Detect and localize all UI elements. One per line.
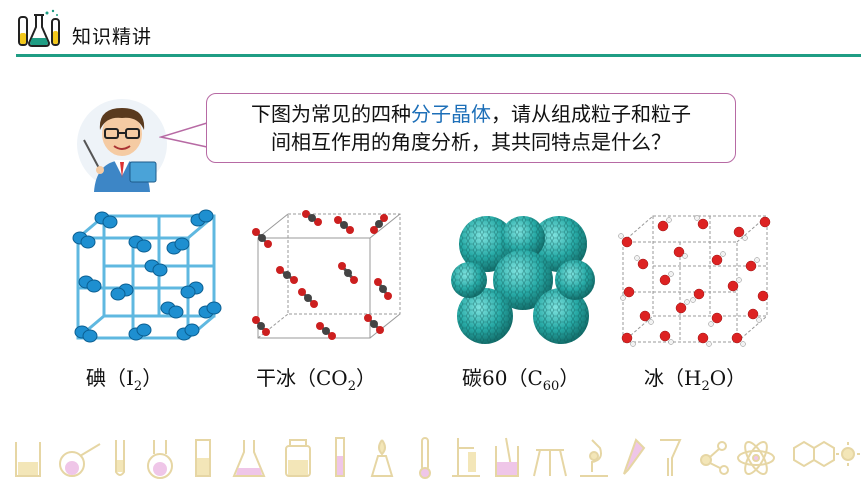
benzene-ring-icon: [793, 440, 835, 468]
thermometer-icon: [419, 437, 431, 479]
page-title: 知识精讲: [72, 26, 153, 48]
cylinder-icon: [195, 439, 211, 477]
round-flask-icon: [147, 440, 173, 479]
ice-crystal-image: [618, 215, 771, 347]
funnel-icon: [660, 439, 682, 476]
question-text: 下图为常见的四种分子晶体，请从组成粒子和粒子 间相互作用的角度分析，其共同特点是…: [207, 100, 735, 156]
c60-crystal-image: [451, 216, 595, 344]
question-line1-part1: 下图为常见的四种: [251, 102, 411, 126]
jar-icon: [285, 439, 311, 477]
question-bubble: 下图为常见的四种分子晶体，请从组成粒子和粒子 间相互作用的角度分析，其共同特点是…: [206, 93, 736, 163]
question-highlight: 分子晶体: [411, 102, 491, 126]
tripod-icon: [533, 449, 567, 477]
teacher-avatar: [77, 99, 167, 192]
footer-lab-icons: [15, 437, 860, 479]
caption-dry-ice: 干冰（CO2）: [256, 366, 376, 394]
header: 知识精讲: [0, 0, 861, 62]
speech-bubble-tail: [159, 122, 208, 148]
atom-icon: [737, 441, 775, 475]
dry-ice-crystal-image: [252, 210, 401, 340]
stand-icon: [452, 438, 480, 477]
thin-tube-icon: [335, 437, 345, 477]
sun-sparkle-icon: [836, 442, 860, 466]
test-tube-icon: [115, 440, 125, 476]
stirring-beaker-icon: [495, 437, 519, 477]
burner-icon: [370, 439, 394, 477]
retort-icon: [59, 443, 101, 477]
caption-ice: 冰（H2O）: [644, 366, 747, 394]
lab-flask-logo-icon: [18, 9, 60, 47]
iodine-crystal-image: [72, 209, 222, 343]
dropper-icon: [623, 438, 646, 475]
microscope-icon: [580, 439, 608, 477]
header-divider: [16, 54, 861, 57]
molecule-icon: [700, 441, 729, 475]
erlenmeyer-flask-icon: [232, 440, 266, 477]
caption-iodine: 碘（I2）: [86, 366, 163, 394]
question-line2: 间相互作用的角度分析，其共同特点是什么？: [271, 130, 671, 154]
beaker-icon: [15, 442, 41, 477]
caption-c60: 碳60（C60）: [462, 366, 580, 394]
question-line1-part2: ，请从组成粒子和粒子: [491, 102, 691, 126]
